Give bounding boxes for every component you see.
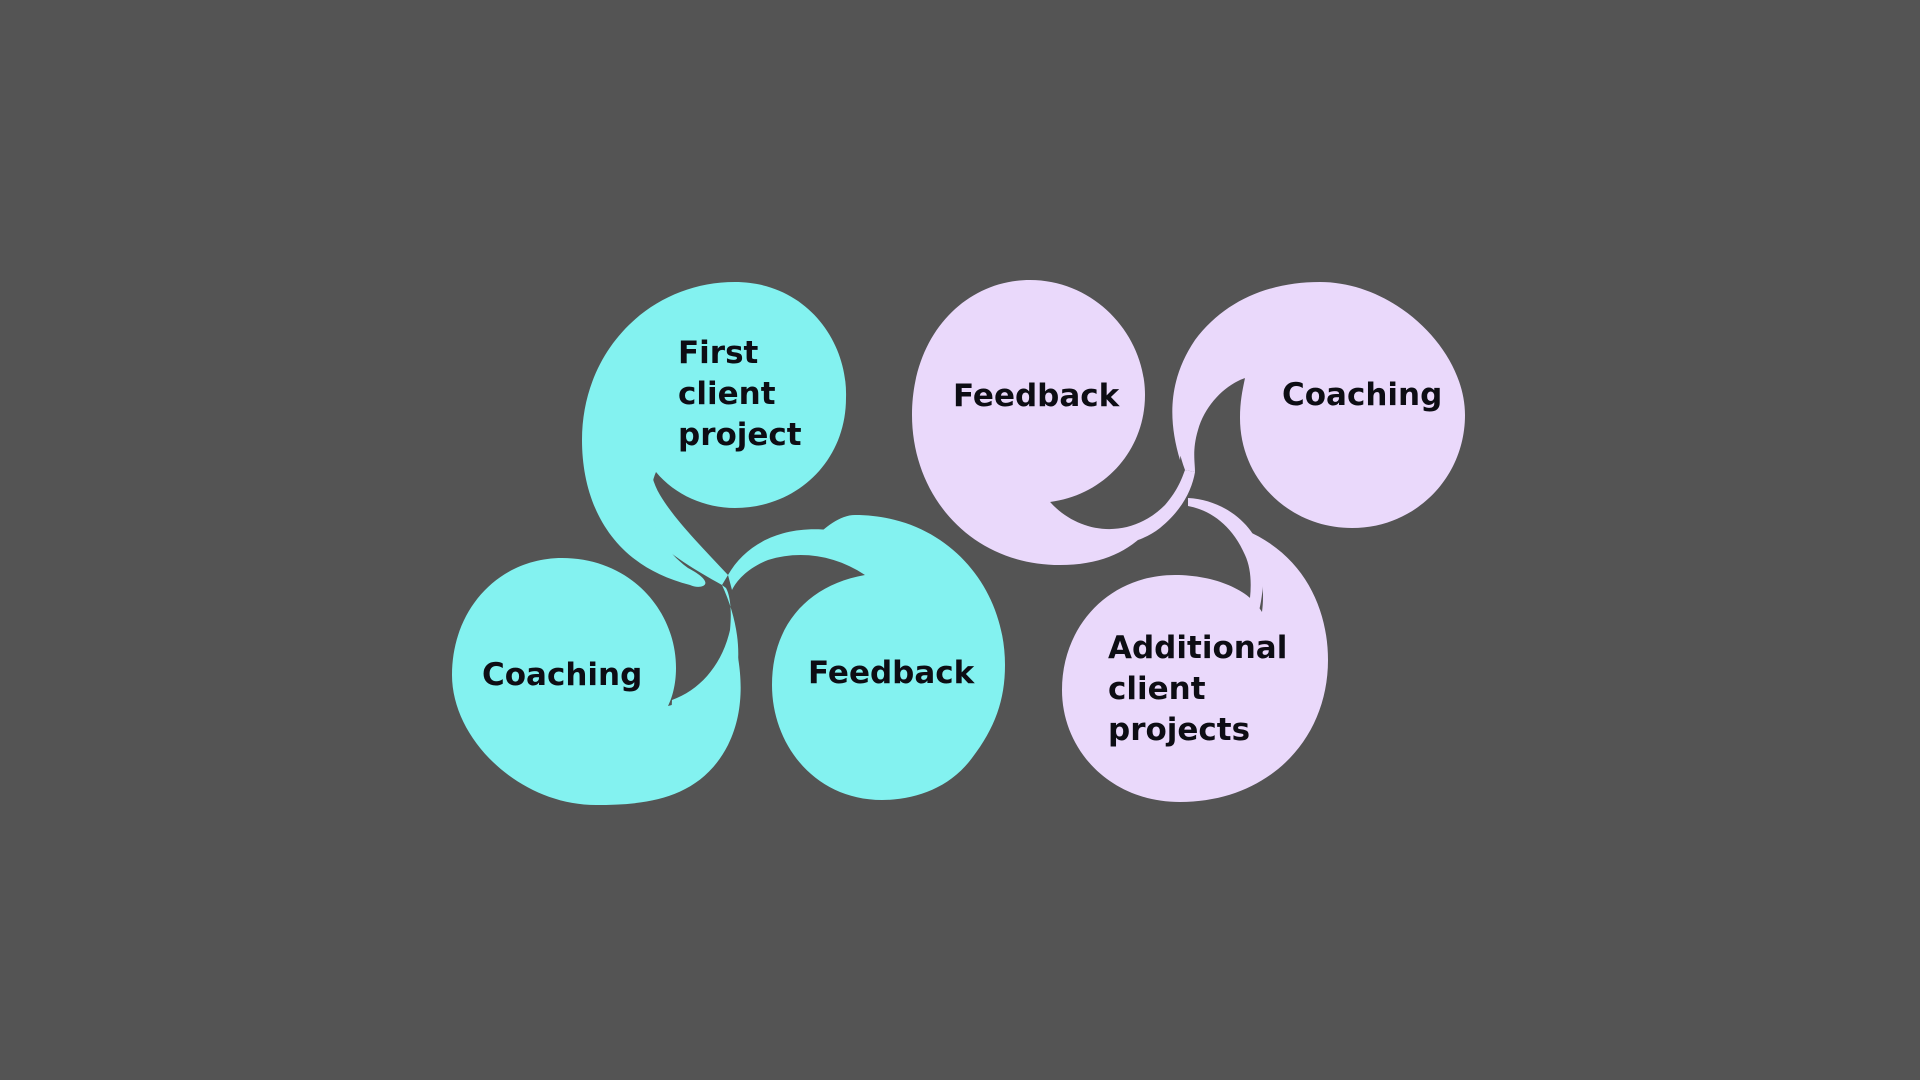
cycle-one-label-line: Feedback (808, 655, 976, 691)
cycle-one-label-feedback: Feedback (808, 655, 976, 691)
cycle-two-swirl-arm-right (1188, 498, 1264, 615)
cycle-one-label-first-client-project: First client project (678, 335, 802, 453)
cycle-two-label-line: Coaching (1282, 377, 1442, 413)
cycle-one-bubble-feedback (772, 515, 1005, 800)
cycle-one-label-line: project (678, 417, 802, 453)
cycle-one-label-line: client (678, 376, 776, 412)
cycle-two-label-line: projects (1108, 712, 1250, 748)
cycle-one-label-line: Coaching (482, 657, 642, 693)
cycle-two-label-additional-client-projects: Additional client projects (1108, 630, 1298, 748)
cycle-one-bubble-first-client-project (582, 282, 847, 587)
cycle-two-label-line: Feedback (953, 378, 1121, 414)
cycle-two-label-coaching: Coaching (1282, 377, 1442, 413)
cycle-two-bubble-feedback (912, 280, 1160, 565)
cycle-two-bubble-additional-client-projects (1062, 530, 1328, 802)
cycle-one-label-line: First (678, 335, 759, 371)
cycle-two-label-line: Additional (1108, 630, 1287, 666)
cycle-two-label-feedback: Feedback (953, 378, 1121, 414)
cycle-two: Feedback Coaching Additional client proj… (912, 280, 1465, 802)
cycle-two-bubble-coaching (1172, 282, 1465, 528)
cycle-one-bubble-coaching (452, 558, 741, 805)
cycle-one-label-coaching: Coaching (482, 657, 642, 693)
cycle-two-label-line: client (1108, 671, 1206, 707)
cycle-one: First client project Coaching Feedback (452, 282, 1005, 805)
